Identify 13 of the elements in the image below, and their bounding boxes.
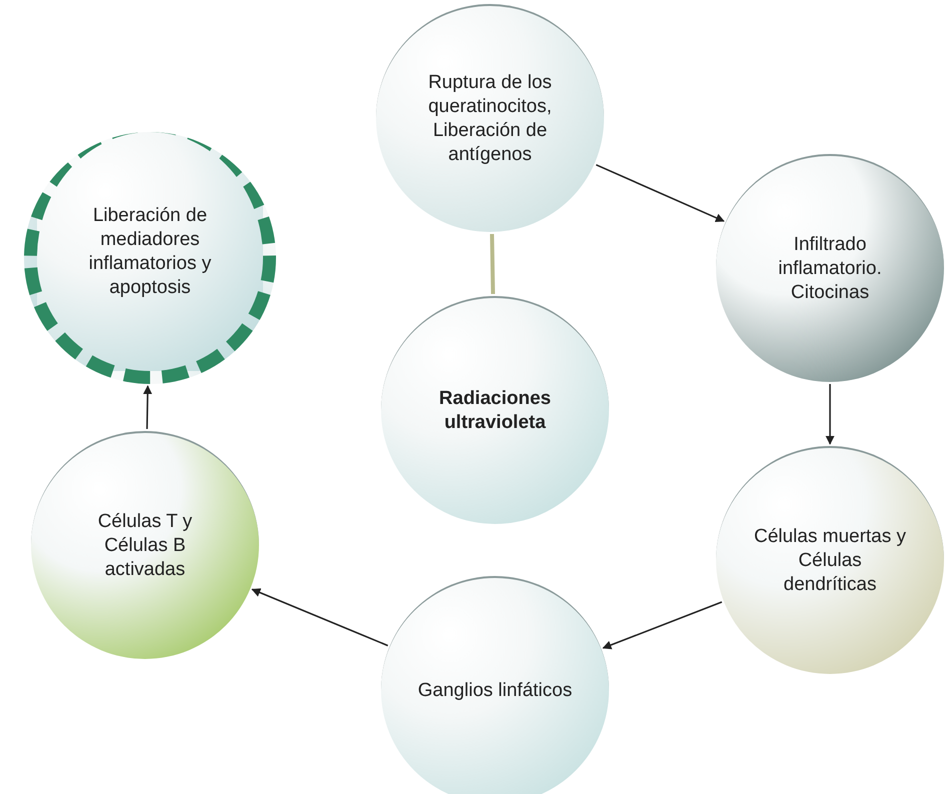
node-text: Liberación de mediadores inflamatorios y apoptosis <box>88 204 212 300</box>
node-text: Células T y Células B activadas <box>96 510 194 582</box>
node-text: Radiaciones ultravioleta <box>438 387 552 435</box>
node-text: Infiltrado inflamatorio. Citocinas <box>777 233 883 305</box>
arrow <box>143 385 152 430</box>
node-text: Ruptura de los queratinocitos, Liberación de antígenos <box>427 71 553 167</box>
node-text: Ganglios linfáticos <box>418 679 572 703</box>
connector-line <box>490 234 496 294</box>
arrow <box>826 384 834 445</box>
arrow <box>251 588 388 646</box>
arrow <box>596 164 725 222</box>
arrow <box>602 601 722 650</box>
node-text: Células muertas y Células dendríticas <box>752 525 908 597</box>
